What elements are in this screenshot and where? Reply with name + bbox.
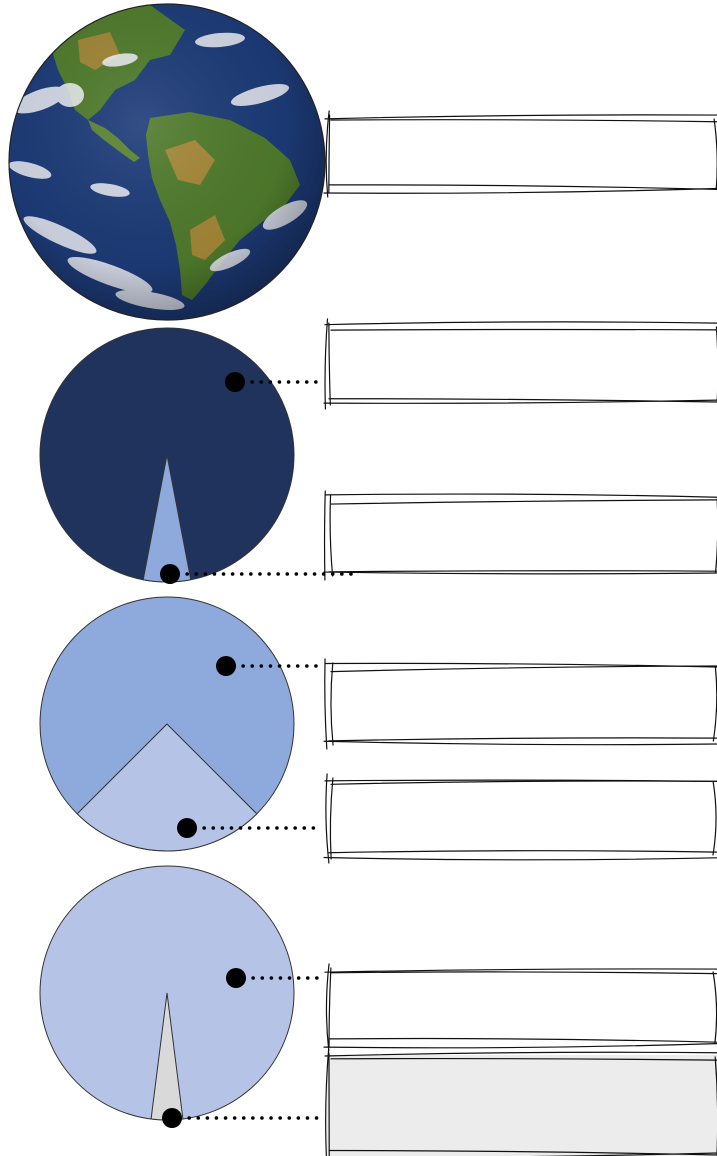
connector-dot-6 xyxy=(162,1108,182,1128)
earth-globe-icon xyxy=(7,4,325,320)
connector-dot-5 xyxy=(226,968,246,988)
box-sketch-stroke xyxy=(324,857,717,859)
pie-chart-3 xyxy=(40,866,294,1120)
label-box-1 xyxy=(327,117,717,191)
label-box-7 xyxy=(327,1055,717,1156)
box-sketch-stroke xyxy=(325,491,326,580)
connector-dot-2 xyxy=(160,564,180,584)
box-sketch-stroke xyxy=(331,329,717,330)
label-box-3 xyxy=(327,497,717,574)
connector-dot-4 xyxy=(177,818,197,838)
pie-chart-1 xyxy=(40,328,294,582)
label-box-2 xyxy=(327,325,717,403)
pie-chart-2 xyxy=(40,597,294,851)
label-box-6 xyxy=(327,970,717,1045)
connector-dot-3 xyxy=(216,656,236,676)
connector-dot-1 xyxy=(225,372,245,392)
box-sketch-stroke xyxy=(325,659,327,749)
label-boxes xyxy=(324,111,717,1156)
label-box-4 xyxy=(327,665,717,743)
box-sketch-stroke xyxy=(325,494,717,497)
box-sketch-stroke xyxy=(325,322,717,325)
label-box-5 xyxy=(327,780,717,857)
